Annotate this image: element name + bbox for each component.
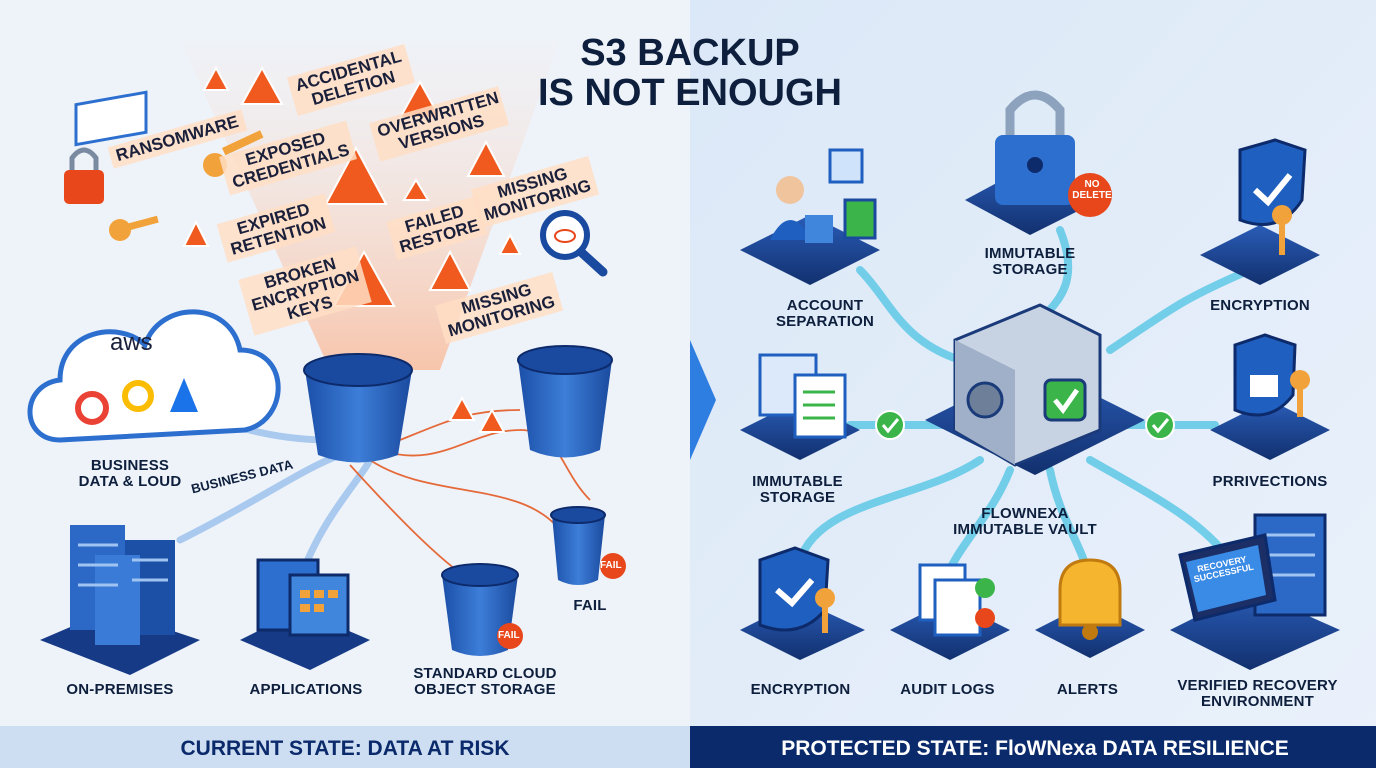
padlock-icon bbox=[64, 147, 104, 204]
page-title: S3 BACKUP IS NOT ENOUGH bbox=[470, 32, 910, 114]
label-audit-logs: AUDIT LOGS bbox=[900, 681, 995, 698]
label-recovery-environment: VERIFIED RECOVERY ENVIRONMENT bbox=[1177, 677, 1338, 710]
shield-key-icon bbox=[1238, 138, 1307, 255]
bucket-secondary bbox=[517, 345, 613, 458]
aws-logo: aws bbox=[110, 329, 153, 356]
label-on-premises: ON-PREMISES bbox=[66, 681, 174, 698]
footer-right-text: PROTECTED STATE: FloWNexa DATA RESILIENC… bbox=[781, 737, 1289, 760]
server-laptop-icon bbox=[1178, 513, 1327, 622]
no-delete-badge: NO DELETE bbox=[1072, 179, 1112, 201]
applications-icon bbox=[240, 558, 370, 670]
label-encryption-top: ENCRYPTION bbox=[1210, 297, 1310, 314]
magnifier-icon bbox=[540, 210, 608, 277]
label-immutable-storage-left: IMMUTABLE STORAGE bbox=[752, 473, 843, 506]
vault-icon bbox=[953, 303, 1102, 467]
footer-left-text: CURRENT STATE: DATA AT RISK bbox=[180, 737, 510, 760]
label-applications: APPLICATIONS bbox=[249, 681, 363, 698]
label-privections: PRRIVECTIONS bbox=[1212, 473, 1328, 490]
browser-window-icon bbox=[74, 90, 148, 147]
shield-lock-icon bbox=[1233, 333, 1310, 417]
label-vault: FLOWNEXA IMMUTABLE VAULT bbox=[953, 505, 1097, 538]
title-line-2: IS NOT ENOUGH bbox=[537, 71, 843, 114]
audit-logs-icon bbox=[918, 563, 995, 637]
label-alerts: ALERTS bbox=[1056, 681, 1119, 698]
label-encryption-bottom: ENCRYPTION bbox=[750, 681, 851, 698]
footer-right-bar bbox=[690, 726, 1376, 768]
bell-icon bbox=[1058, 558, 1122, 640]
user-network-icon bbox=[770, 148, 877, 243]
label-cloud-source: BUSINESS DATA & LOUD bbox=[78, 457, 182, 490]
bucket-failed-small bbox=[550, 506, 626, 585]
footer-left-bar bbox=[0, 726, 690, 768]
cloud-icon bbox=[27, 309, 281, 443]
server-rack-icon bbox=[40, 525, 200, 675]
fail-badge-large: FAIL bbox=[498, 630, 520, 641]
title-line-1: S3 BACKUP bbox=[580, 32, 800, 74]
label-standard-storage: STANDARD CLOUD OBJECT STORAGE bbox=[413, 665, 557, 698]
shield-key-bottom-icon bbox=[758, 546, 835, 633]
bucket-failed-large bbox=[441, 563, 523, 656]
divider-arrow-icon bbox=[690, 340, 716, 460]
fail-badge-small: FAIL bbox=[600, 560, 622, 571]
label-immutable-storage-top: IMMUTABLE STORAGE bbox=[984, 245, 1076, 278]
big-padlock-icon bbox=[995, 90, 1112, 217]
label-account-separation: ACCOUNT SEPARATION bbox=[775, 297, 875, 330]
bucket-main bbox=[303, 353, 413, 463]
document-clipboard-icon bbox=[758, 353, 847, 439]
check-badges bbox=[875, 410, 1175, 440]
label-fail: FAIL bbox=[573, 597, 607, 614]
